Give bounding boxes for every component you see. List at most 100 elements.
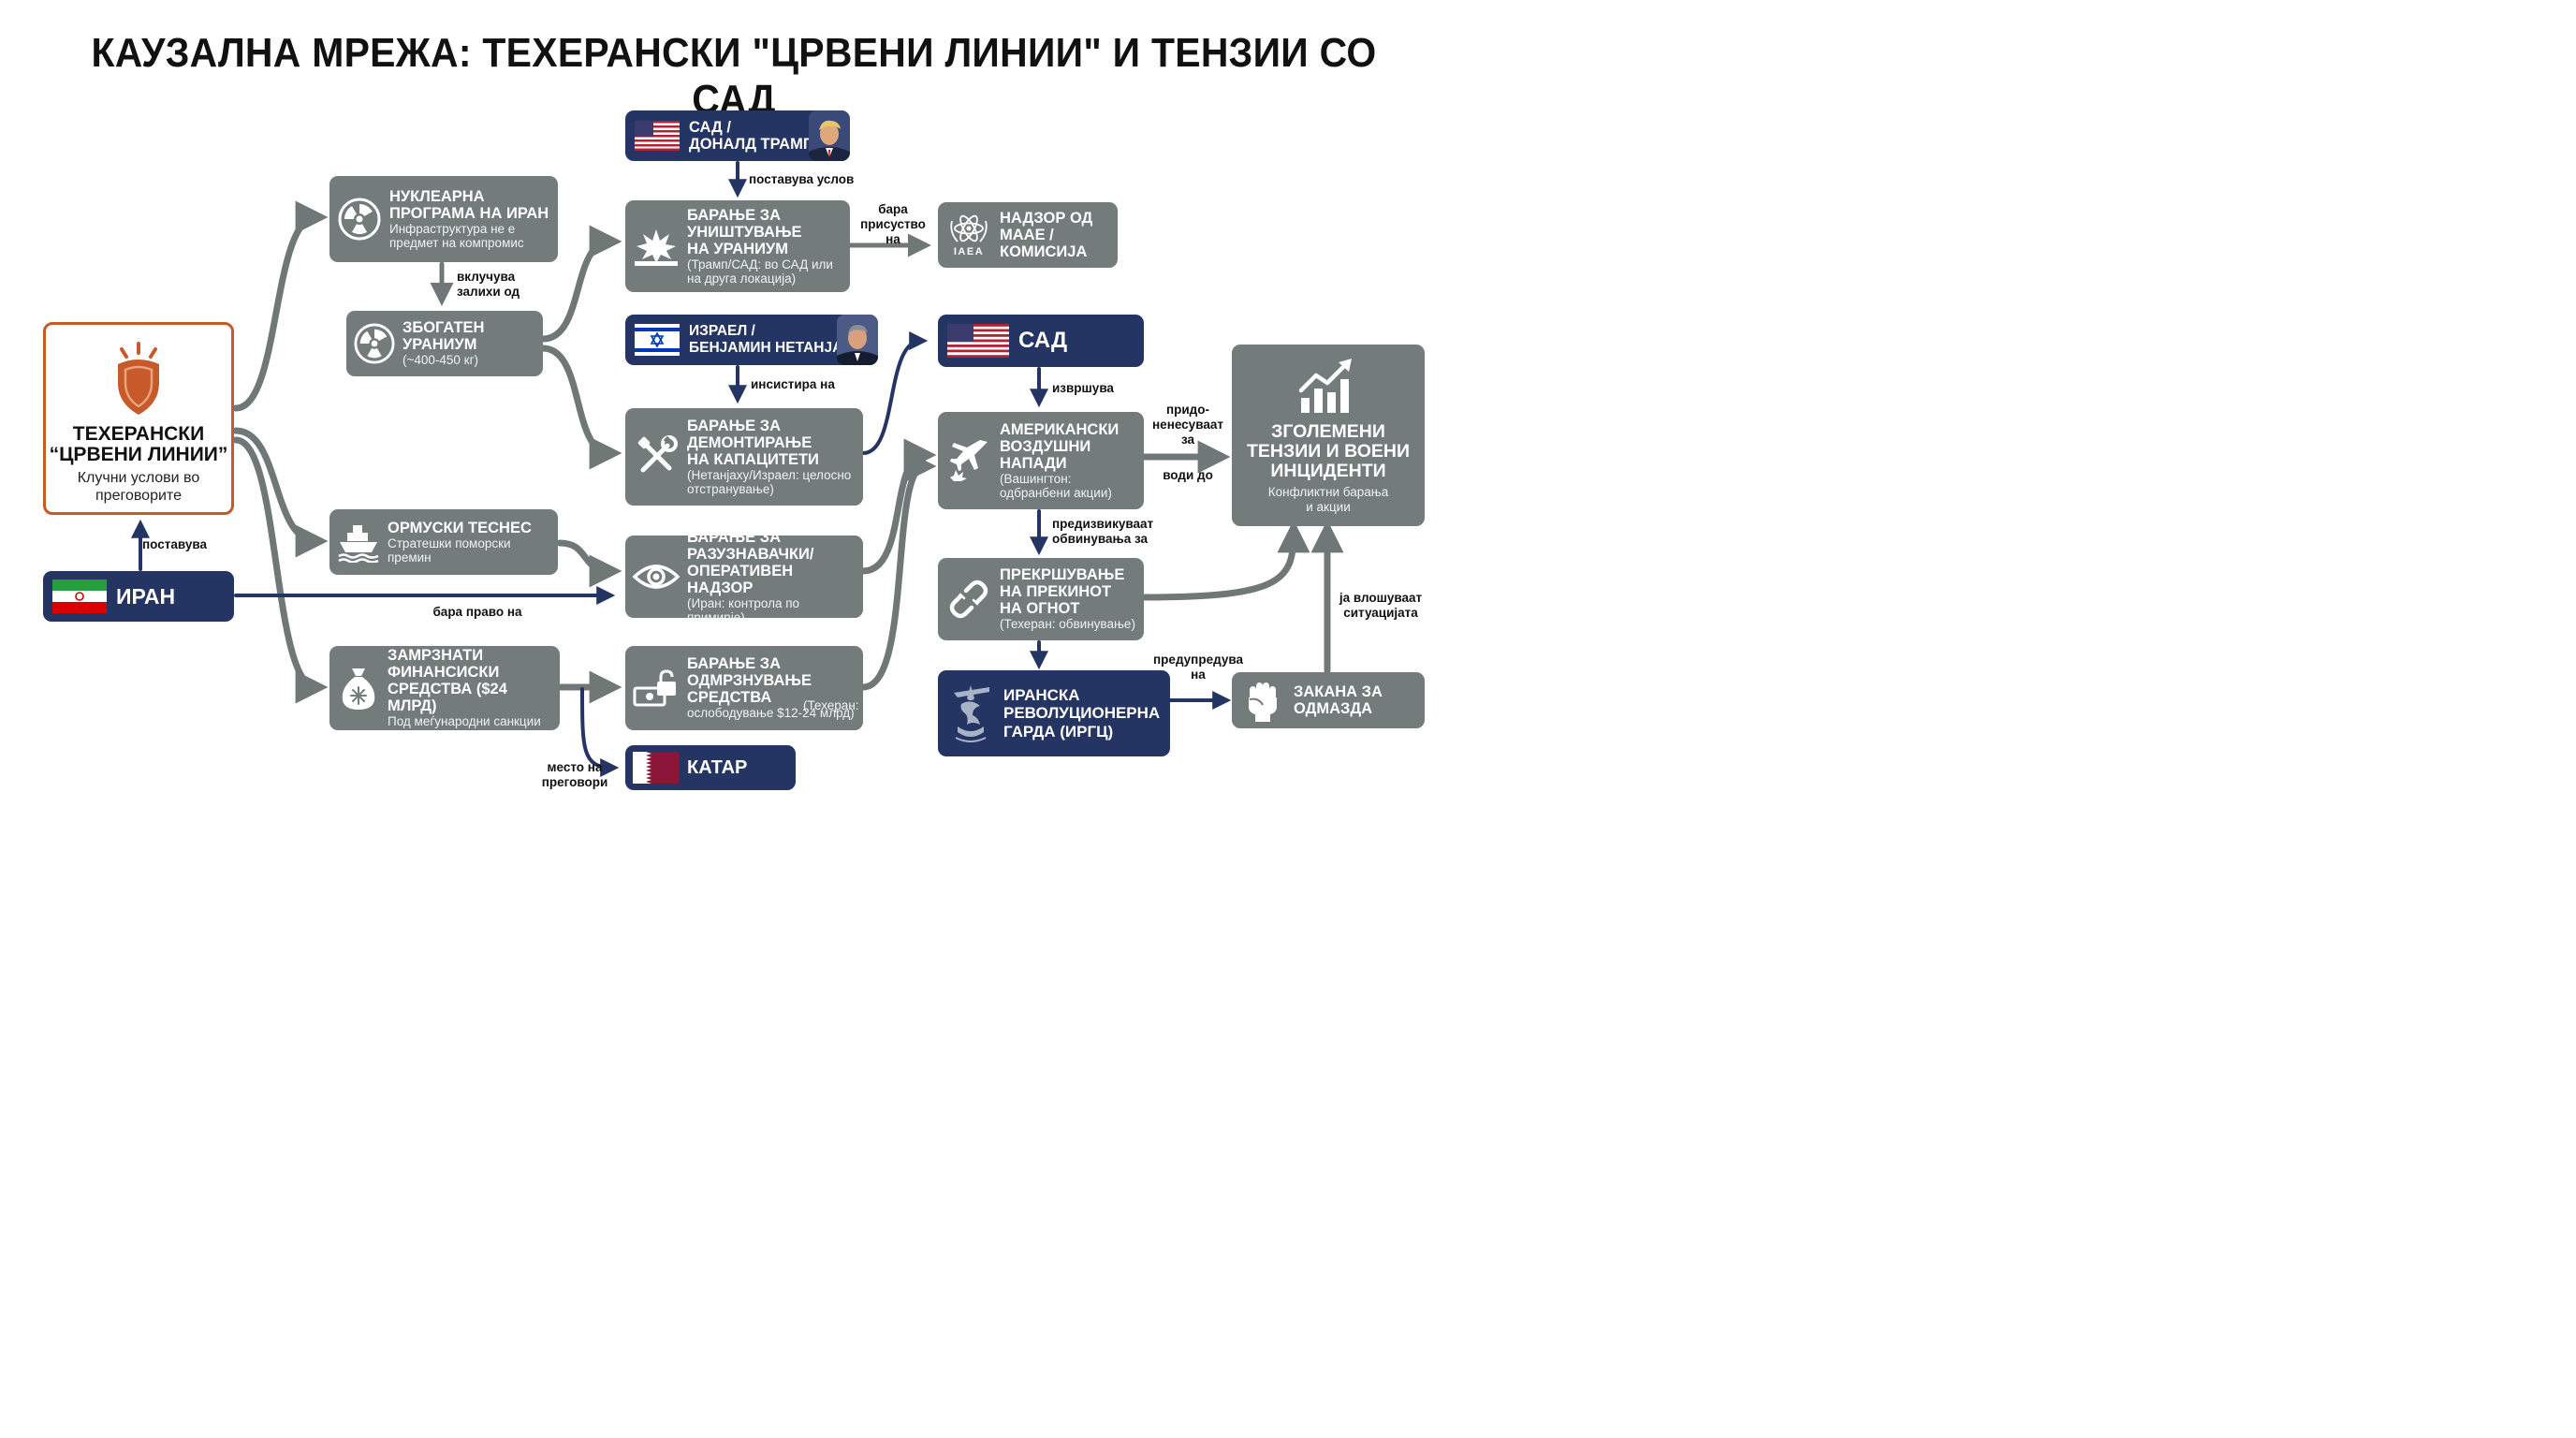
edge-label-demands-right: бара право на (432, 605, 522, 619)
node-intel-oversight[interactable]: БАРАЊЕ ЗА РАЗУЗНАВАЧКИ/ ОПЕРАТИВЕН НАДЗО… (625, 536, 863, 618)
frozen-assets-subtitle: Под меѓународни санкции (388, 714, 541, 729)
hormuz-subtitle: Стратешки поморски премин (388, 536, 511, 565)
edge-ceasefire-tensions (1140, 520, 1310, 601)
us-trump-title: САД / ДОНАЛД ТРАМП (689, 119, 814, 153)
israel-title: ИЗРАЕЛ / БЕНЈАМИН НЕТАНЈАХУ (689, 323, 862, 356)
fist-icon (1232, 679, 1294, 722)
us-flag-icon (938, 324, 1018, 358)
usa-title: САД (1018, 328, 1068, 353)
edge-uranium-destroy (539, 225, 622, 343)
node-hormuz[interactable]: ОРМУСКИ ТЕСНЕС Стратешки поморски премин (329, 509, 558, 575)
node-us-trump[interactable]: САД / ДОНАЛД ТРАМП (625, 110, 850, 161)
intel-oversight-title: БАРАЊЕ ЗА РАЗУЗНАВАЧКИ/ ОПЕРАТИВЕН НАДЗО… (687, 536, 814, 596)
ship-icon (329, 521, 388, 563)
destroy-uranium-subtitle: (Трамп/САД: во САД или на друга локација… (687, 257, 833, 286)
broken-chain-icon (938, 578, 1000, 621)
nuclear-program-subtitle: Инфраструктура не е предмет на компромис (389, 221, 524, 251)
edge-label-contribute-to: придо- ненесуваат за (1152, 403, 1223, 447)
us-strikes-title: АМЕРИКАНСКИ ВОЗДУШНИ НАПАДИ (1000, 420, 1120, 472)
red-lines-subtitle: Клучни услови во преговорите (77, 470, 200, 504)
qatar-title: КАТАР (687, 757, 748, 778)
ceasefire-title: ПРЕКРШУВАЊЕ НА ПРЕКИНОТ НА ОГНОТ (1000, 566, 1125, 618)
enriched-uranium-title: ЗБОГАТЕН УРАНИУМ (402, 319, 485, 354)
tensions-subtitle: Конфликтни барања и акции (1267, 485, 1389, 514)
node-nuclear-program[interactable]: НУКЛЕАРНА ПРОГРАМА НА ИРАН Инфраструктур… (329, 176, 558, 262)
shield-icon (118, 342, 159, 415)
iran-title: ИРАН (116, 584, 176, 609)
israel-flag-icon (625, 324, 689, 356)
causal-links (131, 161, 1344, 777)
retaliation-title: ЗАКАНА ЗА ОДМАЗДА (1294, 683, 1383, 717)
edge-dismantle-usa (861, 331, 929, 455)
node-usa[interactable]: САД (938, 315, 1144, 367)
edge-unfreeze-strikes (859, 449, 937, 691)
edge-label-sets: поставува (142, 537, 207, 551)
node-qatar[interactable]: КАТАР (625, 745, 796, 790)
trump-portrait (809, 110, 850, 161)
destroy-uranium-title: БАРАЊЕ ЗА УНИШТУВАЊЕ НА УРАНИУМ (687, 206, 802, 257)
node-iaea[interactable]: IAEA НАДЗОР ОД МААЕ / КОМИСИЈА (938, 202, 1118, 268)
radiation-icon (346, 323, 402, 364)
edge-uranium-dismantle (539, 345, 622, 470)
money-bag-icon (329, 665, 388, 712)
tools-icon (625, 434, 687, 479)
jet-strike-icon (938, 438, 1000, 483)
enriched-uranium-subtitle: (~400-450 кг) (402, 353, 478, 368)
irgc-title: ИРАНСКА РЕВОЛУЦИОНЕРНА ГАРДА (ИРГЦ) (1003, 685, 1161, 741)
edge-label-insists-on: инсистира на (751, 377, 835, 391)
netanyahu-portrait (837, 315, 878, 365)
node-us-strikes[interactable]: АМЕРИКАНСКИ ВОЗДУШНИ НАПАДИ (Вашингтон: … (938, 412, 1144, 509)
unlock-money-icon (625, 669, 687, 707)
dismantle-subtitle: (Нетанјаху/Израел: целосно отстранување) (687, 467, 852, 497)
edge-redlines-assets (232, 436, 329, 704)
unfreeze-subtitle: ослободување $12-24 млрд) (687, 706, 855, 721)
page-title: КАУЗАЛНА МРЕЖА: ТЕХЕРАНСКИ "ЦРВЕНИ ЛИНИИ… (91, 30, 1377, 123)
rising-chart-icon (1297, 357, 1359, 415)
dismantle-title: БАРАЊЕ ЗА ДЕМОНТИРАЊЕ НА КАПАЦИТЕТИ (687, 417, 819, 468)
node-retaliation[interactable]: ЗАКАНА ЗА ОДМАЗДА (1232, 672, 1425, 728)
node-israel[interactable]: ИЗРАЕЛ / БЕНЈАМИН НЕТАНЈАХУ (625, 315, 878, 365)
irgc-emblem-icon (938, 680, 1003, 747)
iran-flag-icon (43, 580, 116, 613)
node-irgc[interactable]: ИРАНСКА РЕВОЛУЦИОНЕРНА ГАРДА (ИРГЦ) (938, 670, 1170, 756)
unfreeze-subtitle-inline: (Техеран: (803, 698, 859, 712)
us-flag-icon (625, 121, 689, 151)
edge-label-provoke-accusations: предизвикуваат обвинувања за (1052, 517, 1154, 546)
iaea-logo-text: IAEA (953, 245, 985, 257)
node-destroy-uranium[interactable]: БАРАЊЕ ЗА УНИШТУВАЊЕ НА УРАНИУМ (Трамп/С… (625, 200, 850, 292)
node-enriched-uranium[interactable]: ЗБОГАТЕН УРАНИУМ (~400-450 кг) (346, 311, 543, 376)
node-dismantle[interactable]: БАРАЊЕ ЗА ДЕМОНТИРАЊЕ НА КАПАЦИТЕТИ (Нет… (625, 408, 863, 506)
hormuz-title: ОРМУСКИ ТЕСНЕС (388, 519, 532, 536)
edge-hormuz-intel (556, 539, 622, 588)
edge-label-sets-condition: поставува услов (749, 172, 855, 186)
edge-label-escalates: ја влошуваат ситуацијата (1339, 591, 1423, 620)
edge-redlines-nuclear (232, 200, 329, 412)
explosion-icon (625, 226, 687, 267)
node-frozen-assets[interactable]: ЗАМРЗНАТИ ФИНАНСИСКИ СРЕДСТВА ($24 млрд)… (329, 646, 560, 730)
qatar-flag-icon (625, 752, 687, 784)
iaea-logo-icon: IAEA (938, 213, 1000, 257)
edge-label-warns: предупредува на (1153, 653, 1243, 682)
intel-oversight-subtitle: (Иран: контрола по примирје) (687, 595, 800, 619)
us-strikes-subtitle: (Вашингтон: одбранбени акции) (1000, 471, 1112, 501)
radiation-icon (329, 198, 389, 241)
edge-label-requires-presence: бара присуство на (860, 202, 926, 246)
nuclear-program-title: НУКЛЕАРНА ПРОГРАМА НА ИРАН (389, 187, 549, 222)
node-tensions[interactable]: ЗГОЛЕМЕНИ ТЕНЗИИ И ВОЕНИ ИНЦИДЕНТИ Конфл… (1232, 345, 1425, 526)
frozen-assets-title: ЗАМРЗНАТИ ФИНАНСИСКИ СРЕДСТВА ($24 млрд) (388, 647, 507, 715)
node-red-lines[interactable]: ТЕХЕРАНСКИ “ЦРВЕНИ ЛИНИИ” Клучни услови … (43, 322, 234, 515)
unfreeze-title: БАРАЊЕ ЗА ОДМРЗНУВАЊЕ СРЕДСТВА (687, 655, 812, 707)
edge-label-includes-stocks: вклучува залихи од (457, 270, 520, 299)
red-lines-title: ТЕХЕРАНСКИ “ЦРВЕНИ ЛИНИИ” (49, 423, 228, 465)
node-iran[interactable]: ИРАН (43, 571, 234, 622)
edge-assets-qatar (580, 687, 620, 777)
tensions-title: ЗГОЛЕМЕНИ ТЕНЗИИ И ВОЕНИ ИНЦИДЕНТИ (1247, 421, 1410, 481)
node-unfreeze[interactable]: БАРАЊЕ ЗА ОДМРЗНУВАЊЕ СРЕДСТВА (Техеран:… (625, 646, 863, 730)
edge-label-executes: извршува (1052, 381, 1114, 395)
edge-label-negotiation-venue: место на преговори (541, 760, 608, 789)
eye-icon (625, 562, 687, 592)
ceasefire-subtitle: (Техеран: обвинување) (1000, 617, 1135, 632)
edge-redlines-hormuz (232, 427, 329, 558)
iaea-title: НАДЗОР ОД МААЕ / КОМИСИЈА (1000, 210, 1093, 260)
node-ceasefire[interactable]: ПРЕКРШУВАЊЕ НА ПРЕКИНОТ НА ОГНОТ (Техера… (938, 558, 1144, 640)
